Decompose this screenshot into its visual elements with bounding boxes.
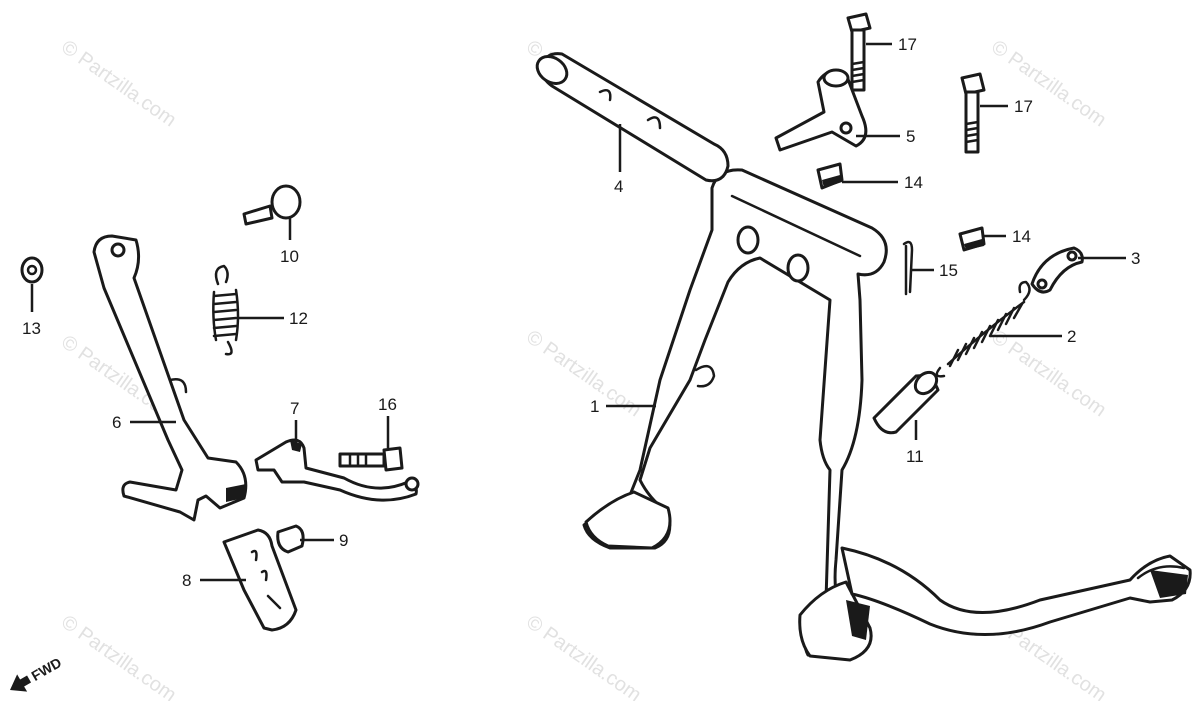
spring-12-hook-top bbox=[214, 264, 229, 286]
bolt-16-thread bbox=[348, 452, 368, 468]
part-bolt-17-right bbox=[960, 72, 986, 154]
callout-6: 6 bbox=[112, 413, 121, 432]
part-spring-12 bbox=[212, 264, 240, 356]
main-stand-pedal-rubber bbox=[1150, 570, 1188, 598]
bolt-16-head bbox=[382, 446, 404, 472]
bolt-thread bbox=[964, 120, 980, 144]
part-rubber-9 bbox=[276, 524, 305, 554]
part-pad-8 bbox=[222, 528, 298, 632]
watermark: © Partzilla.com bbox=[57, 611, 180, 701]
pad-8-marks bbox=[250, 549, 282, 610]
callout-14: 14 bbox=[1012, 227, 1031, 246]
callout-14: 14 bbox=[904, 173, 923, 192]
main-stand-left-foot bbox=[584, 490, 672, 550]
main-stand-edge bbox=[730, 194, 862, 258]
callout-17: 17 bbox=[898, 35, 917, 54]
part-pivot-shaft bbox=[535, 52, 730, 183]
watermark: © Partzilla.com bbox=[987, 36, 1110, 131]
collar-hole bbox=[1036, 278, 1048, 290]
part-cotter-pin-15 bbox=[902, 240, 914, 296]
rubber-9-body bbox=[276, 524, 305, 554]
part-switch-arm-7 bbox=[254, 438, 420, 502]
part-collar-tube-11 bbox=[872, 370, 940, 435]
part-spring-2 bbox=[935, 280, 1031, 378]
spring-hook-upper bbox=[1018, 280, 1031, 302]
watermark: © Partzilla.com bbox=[987, 326, 1110, 421]
nut-shade bbox=[822, 175, 842, 188]
callout-12: 12 bbox=[289, 309, 308, 328]
part-pivot-bolt-10 bbox=[242, 184, 302, 226]
watermark: © Partzilla.com bbox=[57, 36, 180, 131]
nut-shade bbox=[964, 239, 984, 250]
callout-13: 13 bbox=[22, 319, 41, 338]
callout-10: 10 bbox=[280, 247, 299, 266]
part-nut-13 bbox=[20, 256, 44, 284]
main-stand-hole bbox=[736, 225, 760, 255]
pivot-shaft-body bbox=[540, 52, 730, 183]
collar-tube-end bbox=[913, 370, 939, 396]
part-collar-3 bbox=[1030, 246, 1084, 294]
spring-12-hook-bottom bbox=[224, 340, 233, 356]
bolt-head bbox=[846, 12, 872, 34]
spring-12-coils bbox=[212, 292, 238, 338]
bolt-thread bbox=[850, 60, 866, 84]
nut-13-hole bbox=[26, 264, 38, 276]
callout-17: 17 bbox=[1014, 97, 1033, 116]
pivot-shaft-end bbox=[535, 55, 569, 85]
part-nut-14-lower bbox=[958, 226, 986, 252]
side-stand-hook bbox=[168, 378, 188, 394]
callout-5: 5 bbox=[906, 127, 915, 146]
callouts: 1 2 3 4 5 6 7 8 9 10 11 12 13 bbox=[22, 35, 1140, 590]
main-stand-hole bbox=[786, 253, 810, 283]
watermark: © Partzilla.com bbox=[522, 611, 645, 701]
fwd-label: FWD bbox=[29, 654, 65, 684]
part-bracket-5 bbox=[774, 68, 868, 152]
nut-13-body bbox=[20, 256, 44, 284]
main-stand-kick-arm bbox=[840, 546, 1192, 636]
watermarks: © Partzilla.com © Partzilla.com © Partzi… bbox=[57, 36, 1110, 701]
callout-9: 9 bbox=[339, 531, 348, 550]
part-bolt-17-top bbox=[846, 12, 872, 92]
callout-2: 2 bbox=[1067, 327, 1076, 346]
cotter-pin-body bbox=[902, 240, 914, 296]
main-stand-pedal-edge bbox=[1136, 565, 1186, 580]
part-nut-14-upper bbox=[816, 162, 844, 190]
bracket-hole bbox=[839, 121, 853, 135]
callout-16: 16 bbox=[378, 395, 397, 414]
side-stand-hole bbox=[110, 242, 126, 258]
spring-12-sides bbox=[212, 288, 240, 342]
side-stand-body bbox=[92, 234, 248, 522]
part-main-stand bbox=[582, 168, 1192, 662]
callout-3: 3 bbox=[1131, 249, 1140, 268]
spring-hook-lower bbox=[935, 366, 946, 378]
switch-arm-shade bbox=[290, 440, 302, 452]
switch-arm-tip bbox=[404, 476, 420, 492]
main-stand-foot-shade bbox=[846, 600, 870, 640]
callout-15: 15 bbox=[939, 261, 958, 280]
part-bolt-16 bbox=[338, 446, 404, 472]
side-stand-shade bbox=[226, 484, 246, 502]
pivot-shaft-ribs bbox=[598, 89, 662, 130]
pivot-bolt-head bbox=[270, 184, 302, 220]
callout-1: 1 bbox=[590, 397, 599, 416]
callout-7: 7 bbox=[290, 399, 299, 418]
pivot-bolt-shank bbox=[242, 204, 274, 226]
part-side-stand-6 bbox=[92, 234, 248, 522]
collar-hole bbox=[1066, 250, 1078, 262]
bolt-16-shank bbox=[338, 452, 386, 468]
main-stand-spring-hook bbox=[694, 364, 716, 388]
main-stand-right-foot bbox=[798, 580, 873, 662]
fwd-arrow-icon bbox=[10, 674, 32, 692]
spring-spine bbox=[946, 300, 1026, 366]
callout-8: 8 bbox=[182, 571, 191, 590]
bracket-collar bbox=[822, 68, 850, 88]
fwd-indicator: FWD bbox=[10, 654, 65, 692]
callout-11: 11 bbox=[906, 447, 924, 466]
callout-4: 4 bbox=[614, 177, 623, 196]
bolt-head bbox=[960, 72, 986, 96]
